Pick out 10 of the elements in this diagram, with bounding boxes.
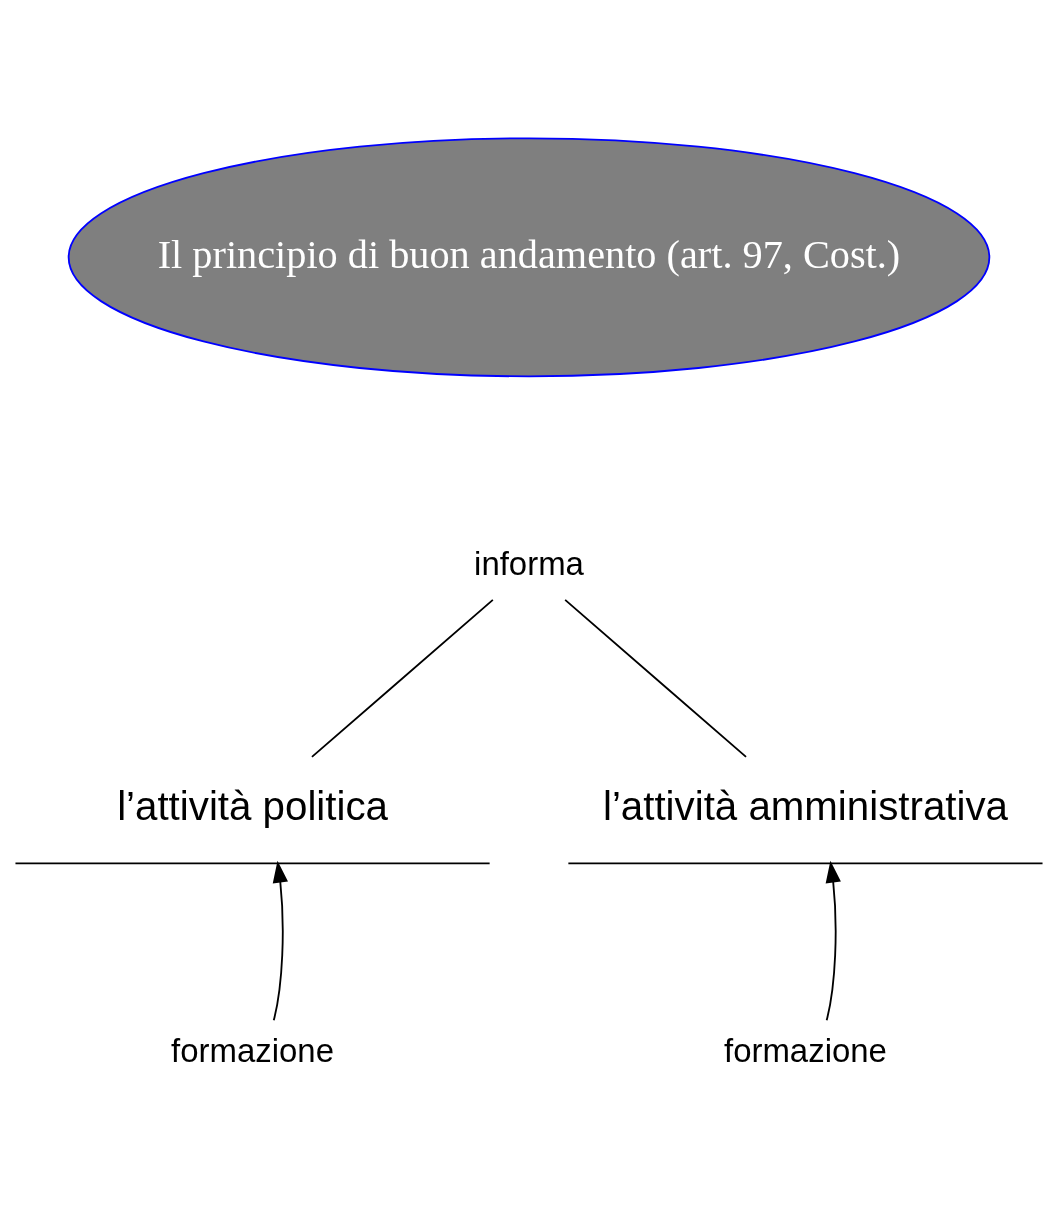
node-ellipse: Il principio di buon andamento (art. 97, Cost.) (67, 137, 991, 378)
arrow (272, 860, 288, 1022)
node-text: informa (474, 544, 584, 582)
node-text: l’attività amministrativa (602, 784, 1008, 830)
connector (311, 599, 494, 758)
arrow (825, 860, 841, 1022)
node-text: formazione (171, 1031, 335, 1069)
node-text: l’attività politica (117, 784, 388, 830)
connector (564, 599, 747, 758)
node-text: formazione (723, 1031, 887, 1069)
